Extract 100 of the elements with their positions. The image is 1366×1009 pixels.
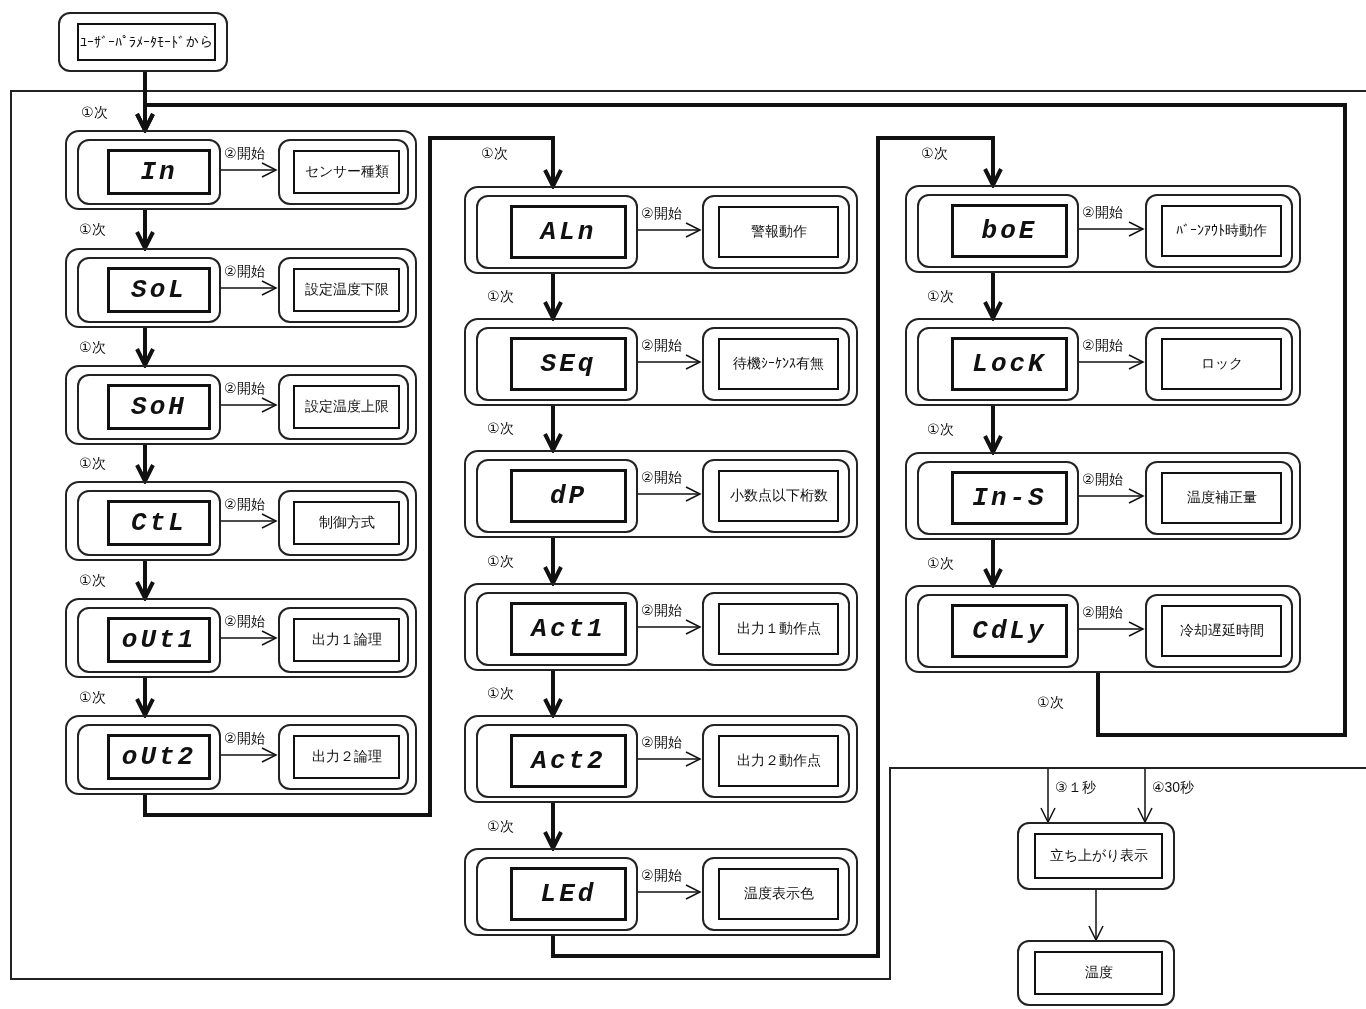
edge-label: ②開始	[640, 866, 683, 884]
parameter-label: 出力１論理	[293, 618, 400, 662]
arrow	[135, 103, 1347, 737]
parameter-row	[905, 452, 1301, 540]
mode-box	[58, 12, 228, 72]
edge-label: ①次	[1036, 693, 1065, 711]
edge-label: ①次	[920, 144, 949, 162]
parameter-row	[464, 450, 858, 538]
segment-display: boE	[951, 204, 1068, 258]
arrow	[1076, 221, 1144, 237]
arrow	[1040, 768, 1056, 823]
display-holder	[77, 607, 221, 673]
edge-label: ①次	[926, 420, 955, 438]
arrow	[1137, 768, 1153, 823]
segment-display: oUt2	[107, 734, 211, 780]
arrow	[543, 803, 563, 850]
edge-label: ①次	[486, 419, 515, 437]
arrow	[635, 354, 701, 370]
segment-display: LEd	[510, 867, 627, 921]
parameter-row	[464, 318, 858, 406]
arrow	[135, 561, 155, 600]
segment-display: SoL	[107, 267, 211, 313]
segment-display: SoH	[107, 384, 211, 430]
arrow	[1088, 889, 1104, 941]
edge-label: ②開始	[1081, 203, 1124, 221]
mode-label: 立ち上がり表示	[1034, 833, 1163, 879]
segment-display: CtL	[107, 500, 211, 546]
arrow	[635, 751, 701, 767]
segment-display: Act2	[510, 734, 627, 788]
segment-display: ALn	[510, 205, 627, 259]
arrow	[983, 406, 1003, 454]
parameter-label: 冷却遅延時間	[1161, 605, 1282, 657]
segment-display: oUt1	[107, 617, 211, 663]
arrow	[143, 136, 563, 817]
edge-label: ②開始	[223, 144, 266, 162]
arrow	[218, 747, 277, 763]
edge-label: ②開始	[223, 612, 266, 630]
parameter-label: センサー種類	[293, 150, 400, 194]
display-holder	[476, 327, 638, 401]
segment-display: LocK	[951, 337, 1068, 391]
parameter-box	[1145, 594, 1293, 668]
parameter-label: 待機ｼｰｹﾝｽ有無	[718, 338, 839, 390]
parameter-box	[278, 724, 409, 790]
segment-display: In	[107, 149, 211, 195]
parameter-row	[464, 715, 858, 803]
parameter-box	[278, 607, 409, 673]
arrow	[218, 513, 277, 529]
arrow	[551, 136, 1003, 958]
parameter-box	[278, 490, 409, 556]
parameter-box	[702, 592, 850, 666]
display-holder	[917, 327, 1079, 401]
parameter-row	[464, 583, 858, 671]
parameter-label: 警報動作	[718, 206, 839, 258]
display-holder	[917, 594, 1079, 668]
display-holder	[77, 490, 221, 556]
display-holder	[917, 194, 1079, 268]
display-holder	[476, 724, 638, 798]
edge-label: ②開始	[1081, 603, 1124, 621]
parameter-row	[905, 318, 1301, 406]
mode-box	[1017, 940, 1175, 1006]
display-holder	[917, 461, 1079, 535]
arrow	[218, 397, 277, 413]
parameter-box	[1145, 194, 1293, 268]
parameter-label: 設定温度上限	[293, 385, 400, 429]
edge-label: ①次	[78, 220, 107, 238]
edge-label: ②開始	[640, 204, 683, 222]
display-holder	[77, 724, 221, 790]
segment-display: SEq	[510, 337, 627, 391]
arrow	[635, 486, 701, 502]
arrow	[635, 884, 701, 900]
arrow	[1076, 621, 1144, 637]
display-holder	[77, 257, 221, 323]
parameter-label: ロック	[1161, 338, 1282, 390]
mode-label: 温度	[1034, 951, 1163, 995]
display-holder	[476, 195, 638, 269]
edge-label: ②開始	[1081, 336, 1124, 354]
arrow	[135, 210, 155, 250]
edge-label: ①次	[486, 684, 515, 702]
edge-label: ①次	[78, 454, 107, 472]
arrow	[543, 671, 563, 717]
edge-label: ②開始	[223, 262, 266, 280]
mode-label: ﾕｰｻﾞｰﾊﾟﾗﾒｰﾀﾓｰﾄﾞから	[77, 23, 216, 61]
parameter-row	[65, 715, 417, 795]
parameter-box	[1145, 327, 1293, 401]
parameter-box	[702, 459, 850, 533]
display-holder	[77, 139, 221, 205]
parameter-label: 温度補正量	[1161, 472, 1282, 524]
arrow	[135, 678, 155, 717]
segment-display: dP	[510, 469, 627, 523]
edge-label: ②開始	[640, 336, 683, 354]
edge-label: ②開始	[1081, 470, 1124, 488]
arrow	[635, 222, 701, 238]
parameter-box	[1145, 461, 1293, 535]
edge-label: ①次	[486, 287, 515, 305]
arrow	[983, 540, 1003, 587]
parameter-box	[702, 724, 850, 798]
arrow	[1076, 354, 1144, 370]
edge-label: ②開始	[640, 601, 683, 619]
display-holder	[77, 374, 221, 440]
edge-label: ②開始	[640, 468, 683, 486]
